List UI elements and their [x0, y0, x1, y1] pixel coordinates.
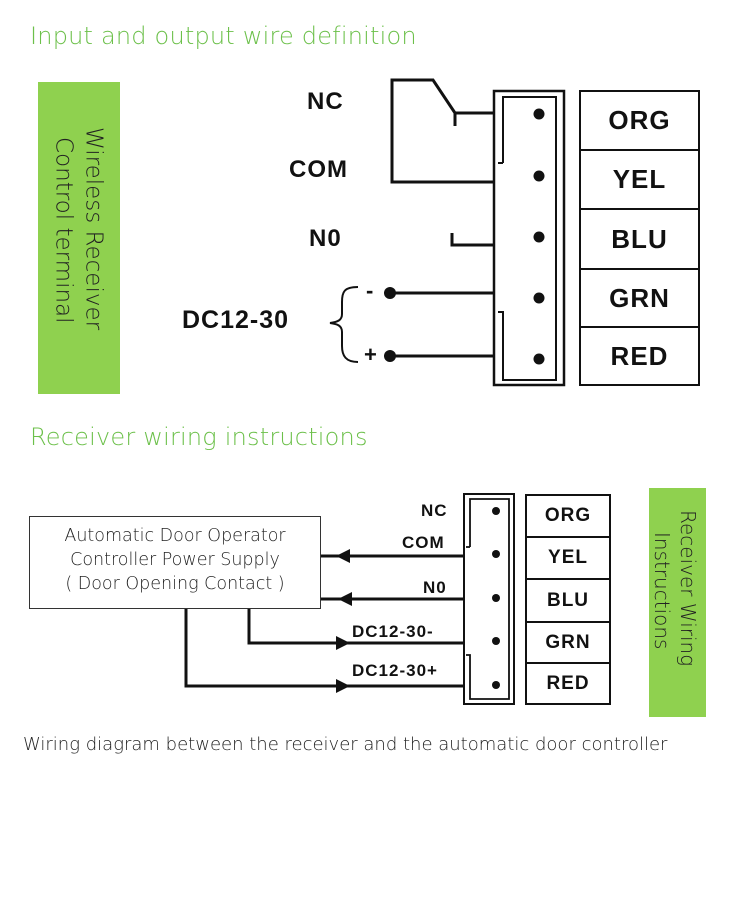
wire-color-red-bottom: RED: [525, 662, 611, 705]
label-dc-plus-bottom: DC12-30+: [352, 661, 438, 680]
com-nc-wire: [390, 78, 495, 184]
label-com-bottom: COM: [402, 533, 445, 552]
arrow-left-icon: [336, 549, 350, 563]
label-minus: -: [366, 278, 375, 303]
controller-line1: Automatic Door Operator: [64, 526, 286, 546]
wire-color-grn-bottom: GRN: [525, 621, 611, 664]
label-dc-minus-bottom: DC12-30-: [352, 622, 434, 641]
label-no: N0: [309, 225, 342, 252]
wire-color-org-bottom: ORG: [525, 494, 611, 538]
label-com: COM: [289, 156, 348, 183]
wire-color-yel: YEL: [579, 149, 700, 210]
receiver-wiring-label-box: Receiver Wiring Instructions: [649, 488, 706, 717]
arrow-right-icon: [336, 636, 350, 650]
brace-icon: [329, 286, 359, 363]
receiver-wiring-label-line1: Receiver Wiring: [676, 510, 700, 667]
door-controller-box: Automatic Door Operator Controller Power…: [29, 516, 321, 609]
label-power: DC12-30: [182, 306, 290, 334]
controller-line3: ( Door Opening Contact ): [65, 574, 285, 594]
wireless-receiver-label-box: Wireless Receiver Control terminal: [38, 82, 120, 394]
section2-heading: Receiver wiring instructions: [30, 423, 368, 451]
wire-color-yel-bottom: YEL: [525, 536, 611, 580]
label-nc-bottom: NC: [421, 501, 448, 520]
connector-top: [492, 89, 566, 387]
controller-line2: Controller Power Supply: [70, 550, 280, 570]
label-no-bottom: N0: [423, 578, 447, 597]
wireless-receiver-label-line1: Wireless Receiver: [80, 127, 107, 331]
wire-color-org: ORG: [579, 90, 700, 151]
arrows: [336, 549, 352, 693]
dc-minus-terminal-dot: [384, 287, 396, 299]
connector-bottom: [463, 493, 515, 705]
wireless-receiver-label-line2: Control terminal: [50, 137, 77, 324]
label-nc: NC: [307, 88, 344, 115]
dc-plus-wire-bottom: [184, 607, 464, 688]
dc-minus-wire-bottom: [247, 607, 464, 645]
relay-symbol: [390, 78, 495, 358]
connector-bottom-pins: [492, 507, 500, 689]
wire-color-blu: BLU: [579, 208, 700, 270]
receiver-wiring-label-line2: Instructions: [650, 532, 674, 650]
arrow-right-icon: [336, 679, 350, 693]
wire-color-grn: GRN: [579, 268, 700, 328]
wire-color-red: RED: [579, 326, 700, 386]
arrow-left-icon: [338, 592, 352, 606]
diagram-caption: Wiring diagram between the receiver and …: [23, 734, 668, 755]
wire-color-blu-bottom: BLU: [525, 578, 611, 623]
connector-top-pins: [533, 108, 545, 365]
label-plus: +: [364, 342, 378, 367]
no-wire: [450, 233, 495, 247]
section1-heading: Input and output wire definition: [30, 22, 417, 50]
dc-plus-terminal-dot: [384, 350, 396, 362]
